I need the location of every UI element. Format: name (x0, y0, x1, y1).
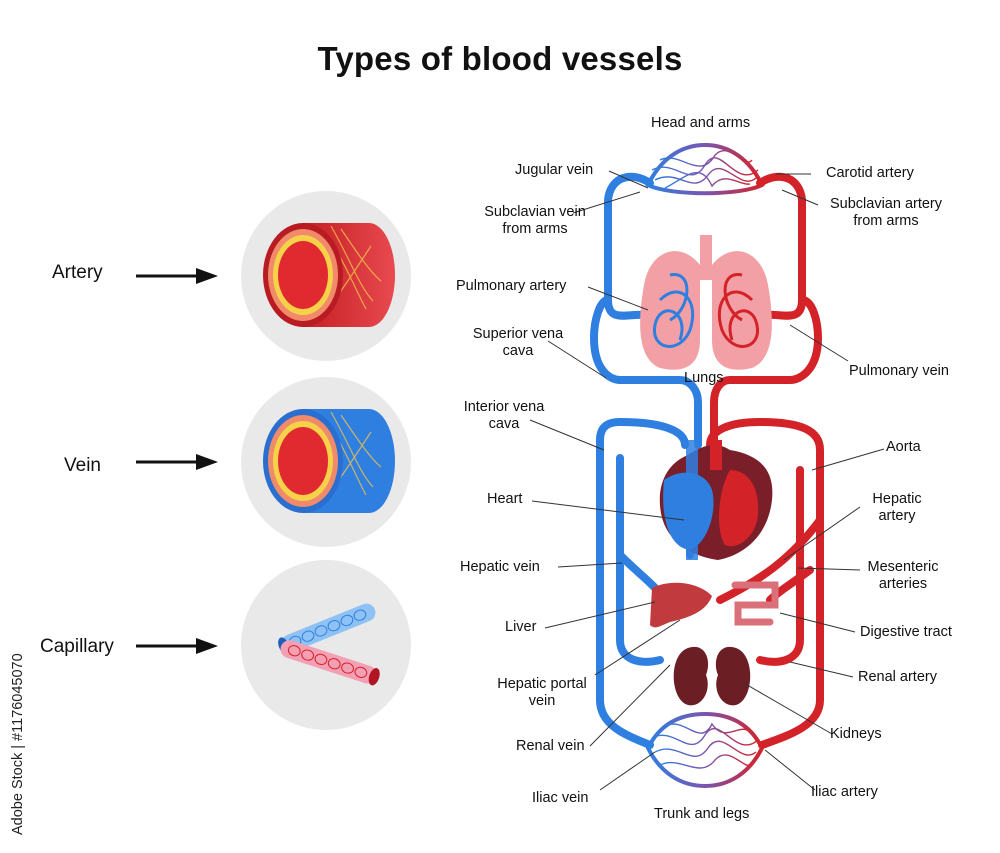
label-subclavian-vein-line1: Subclavian vein (484, 204, 586, 220)
label-hepatic-vein: Hepatic vein (460, 559, 540, 575)
label-renal-vein: Renal vein (516, 738, 585, 754)
label-mesenteric-arteries: Mesenteric arteries (858, 559, 948, 593)
label-subclavian-artery-line2: from arms (853, 213, 919, 229)
label-trunk-legs: Trunk and legs (654, 806, 750, 822)
label-iliac-vein: Iliac vein (532, 790, 589, 806)
capillary-label: Capillary (40, 636, 114, 657)
vein-cross-section-icon (263, 409, 395, 513)
label-renal-artery: Renal artery (858, 669, 937, 685)
label-interior-vena-cava-line2: cava (488, 416, 520, 432)
label-superior-vena-cava-line2: cava (502, 343, 534, 359)
label-superior-vena-cava: Superior vena cava (458, 326, 578, 360)
label-pulmonary-artery: Pulmonary artery (456, 278, 567, 294)
liver (650, 582, 712, 628)
label-hepatic-artery-line1: Hepatic (872, 491, 922, 507)
label-subclavian-artery-line1: Subclavian artery (829, 196, 943, 212)
capillary-circle (241, 560, 411, 730)
leader-lines (529, 170, 885, 791)
label-aorta: Aorta (886, 439, 921, 455)
label-jugular-vein: Jugular vein (515, 162, 594, 178)
label-interior-vena-cava: Interior vena cava (444, 399, 564, 433)
label-digestive-tract: Digestive tract (860, 624, 952, 640)
label-lungs: Lungs (684, 370, 724, 386)
digestive-tract (731, 581, 779, 626)
label-hepatic-artery: Hepatic artery (862, 491, 932, 525)
lungs (640, 235, 772, 370)
label-kidneys: Kidneys (830, 726, 882, 742)
capillary-tubes-icon (278, 603, 380, 686)
label-mesenteric-arteries-line2: arteries (878, 576, 928, 592)
arrow-icon (136, 454, 218, 470)
heart (659, 440, 773, 560)
label-hepatic-portal-vein-line1: Hepatic portal (497, 676, 587, 692)
label-heart: Heart (487, 491, 523, 507)
trunk-legs-capillaries (645, 711, 765, 789)
label-mesenteric-arteries-line1: Mesenteric (867, 559, 939, 575)
arrow-icon (136, 638, 218, 654)
artery-cross-section-icon (263, 223, 395, 327)
label-iliac-artery: Iliac artery (811, 784, 878, 800)
head-arms-capillaries (645, 142, 765, 196)
label-subclavian-vein: Subclavian vein from arms (472, 204, 598, 238)
label-head-arms: Head and arms (651, 115, 751, 131)
label-subclavian-artery: Subclavian artery from arms (818, 196, 954, 230)
vein-label: Vein (64, 455, 101, 476)
label-pulmonary-vein: Pulmonary vein (849, 363, 949, 379)
artery-label: Artery (52, 262, 103, 283)
watermark-text: Adobe Stock | #1176045070 (10, 653, 26, 835)
label-hepatic-artery-line2: artery (878, 508, 916, 524)
vein-circle (241, 377, 411, 547)
label-hepatic-portal-vein-line2: vein (528, 693, 556, 709)
label-hepatic-portal-vein: Hepatic portal vein (484, 676, 600, 710)
label-superior-vena-cava-line1: Superior vena (472, 326, 564, 342)
label-interior-vena-cava-line1: Interior vena (463, 399, 545, 415)
label-subclavian-vein-line2: from arms (502, 221, 568, 237)
watermark: Adobe Stock | #1176045070 (10, 653, 26, 835)
label-carotid-artery: Carotid artery (826, 165, 914, 181)
artery-circle (241, 191, 411, 361)
arrow-icon (136, 268, 218, 284)
kidneys (673, 646, 751, 706)
page-title: Types of blood vessels (317, 40, 683, 77)
label-liver: Liver (505, 619, 537, 635)
